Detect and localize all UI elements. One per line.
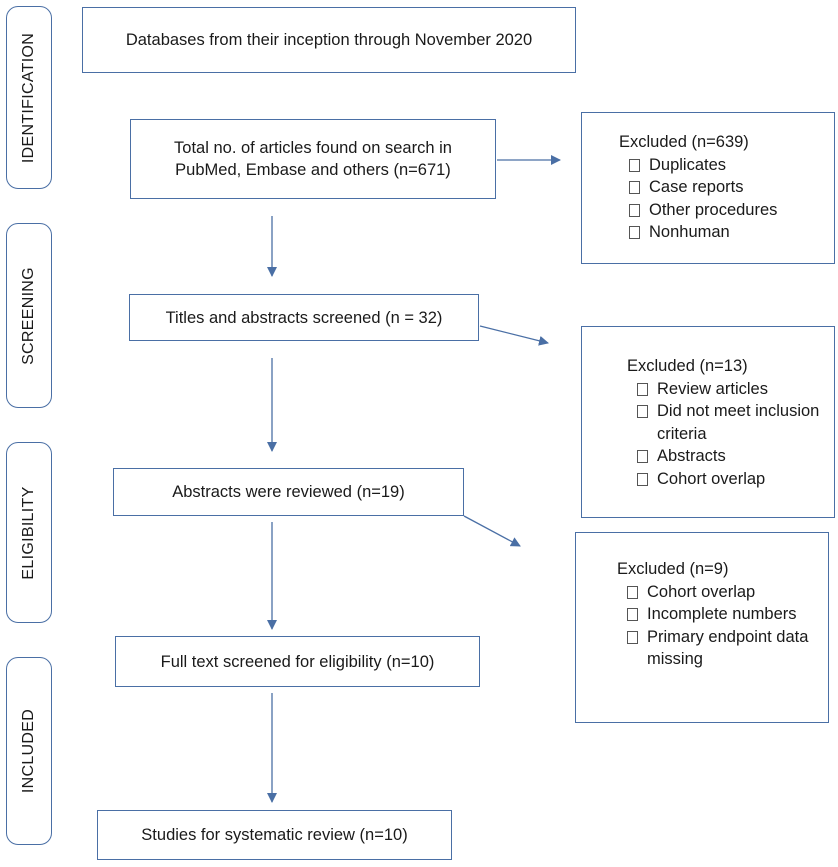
exclusion-reason: Cohort overlap [647, 582, 756, 601]
checkbox-icon [637, 472, 648, 486]
exclusion-list: Cohort overlap Incomplete numbers Primar… [617, 581, 818, 671]
exclusion-reason: Review articles [657, 379, 768, 398]
full-text-box: Full text screened for eligibility (n=10… [115, 636, 480, 687]
checkbox-icon [637, 450, 648, 463]
databases-text: Databases from their inception through N… [125, 31, 533, 49]
exclusion-title: Excluded (n=639) [619, 133, 749, 151]
list-item: Cohort overlap [627, 581, 818, 604]
studies-box: Studies for systematic review (n=10) [97, 810, 452, 860]
list-item: Primary endpoint data missing [627, 626, 818, 671]
exclusion-reason: Primary endpoint data missing [647, 627, 809, 669]
exclusion-reason: Nonhuman [649, 223, 730, 241]
list-item: Other procedures [629, 199, 824, 222]
checkbox-icon [627, 630, 638, 644]
exclusion-reason: Abstracts [657, 447, 726, 465]
checkbox-icon [637, 382, 648, 396]
list-item: Review articles [637, 378, 824, 401]
titles-screened-box: Titles and abstracts screened (n = 32) [129, 294, 479, 341]
checkbox-icon [629, 158, 640, 172]
list-item: Duplicates [629, 154, 824, 177]
checkbox-icon [627, 608, 638, 621]
abstracts-reviewed-box: Abstracts were reviewed (n=19) [113, 468, 464, 516]
total-found-box: Total no. of articles found on search in… [130, 119, 496, 199]
total-found-text: Total no. of articles found on search in… [174, 139, 452, 179]
checkbox-icon [629, 181, 640, 194]
checkbox-icon [627, 585, 638, 599]
abstracts-reviewed-text: Abstracts were reviewed (n=19) [172, 483, 405, 501]
databases-box: Databases from their inception through N… [82, 7, 576, 73]
exclusion-reason: Incomplete numbers [647, 605, 797, 623]
exclusion-reason: Duplicates [649, 155, 727, 174]
checkbox-icon [629, 226, 640, 239]
list-item: Nonhuman [629, 221, 824, 244]
exclusion-reason: Did not meet inclusion criteria [657, 402, 820, 443]
studies-text: Studies for systematic review (n=10) [141, 826, 408, 844]
list-item: Case reports [629, 176, 824, 199]
checkbox-icon [629, 203, 640, 217]
exclusion-box-screening: Excluded (n=13) Review articles Did not … [581, 326, 835, 518]
list-item: Incomplete numbers [627, 603, 818, 626]
exclusion-list: Duplicates Case reports Other procedures… [619, 154, 824, 244]
exclusion-reason: Other procedures [649, 200, 778, 219]
titles-screened-text: Titles and abstracts screened (n = 32) [165, 308, 443, 327]
exclusion-list: Review articles Did not meet inclusion c… [627, 378, 824, 491]
full-text-text: Full text screened for eligibility (n=10… [160, 652, 435, 671]
checkbox-icon [637, 405, 648, 418]
exclusion-title: Excluded (n=13) [627, 357, 748, 375]
list-item: Cohort overlap [637, 468, 824, 491]
exclusion-reason: Cohort overlap [657, 469, 766, 488]
phase-eligibility: ELIGIBILITY [6, 442, 52, 623]
phase-included: INCLUDED [6, 657, 52, 845]
phase-screening: SCREENING [6, 223, 52, 408]
list-item: Abstracts [637, 445, 824, 468]
exclusion-title: Excluded (n=9) [617, 560, 729, 578]
exclusion-box-identification: Excluded (n=639) Duplicates Case reports… [581, 112, 835, 264]
arrow-abstracts-to-excluded [463, 515, 521, 547]
arrow-titles-to-excluded [479, 325, 549, 346]
exclusion-reason: Case reports [649, 178, 744, 196]
exclusion-box-eligibility: Excluded (n=9) Cohort overlap Incomplete… [575, 532, 829, 723]
phase-identification: IDENTIFICATION [6, 6, 52, 189]
list-item: Did not meet inclusion criteria [637, 400, 824, 445]
